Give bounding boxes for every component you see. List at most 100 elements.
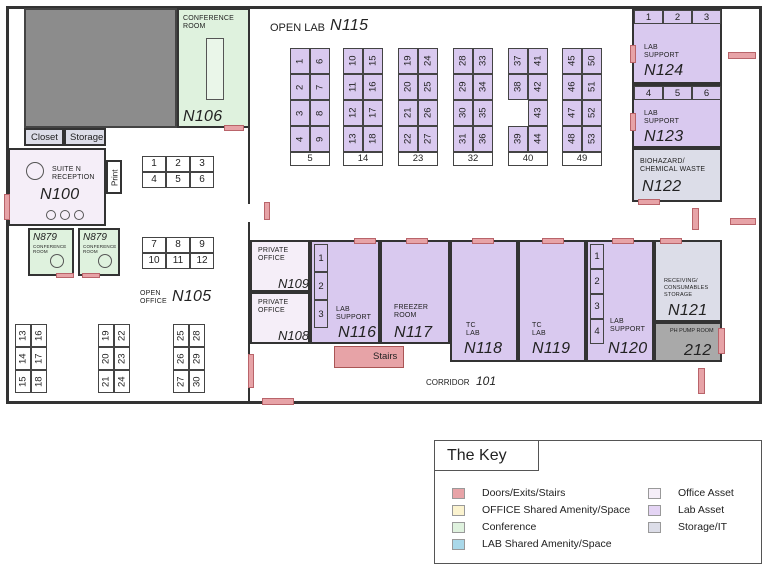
- legend-swatch: [648, 522, 661, 533]
- door[interactable]: [542, 238, 564, 244]
- bench-cell: 8: [310, 100, 330, 126]
- door[interactable]: [262, 398, 294, 405]
- bench-cell: 11: [343, 74, 363, 100]
- door[interactable]: [82, 273, 100, 278]
- door[interactable]: [354, 238, 376, 244]
- door[interactable]: [264, 202, 270, 220]
- room-name: LAB SUPPORT: [644, 110, 680, 125]
- bench-cell: 3: [290, 100, 310, 126]
- room-number: N121: [668, 302, 708, 319]
- legend-swatch: [648, 505, 661, 516]
- desk-cell: 27: [173, 370, 189, 393]
- reception-n100[interactable]: SUITE N RECEPTION N100: [8, 148, 106, 226]
- room-name: PRIVATE OFFICE: [258, 299, 289, 314]
- door[interactable]: [660, 238, 682, 244]
- room-number: N120: [608, 340, 648, 357]
- receiving-storage-n121[interactable]: RECEIVING/ CONSUMABLES STORAGE N121: [654, 240, 722, 322]
- tc-lab-n119[interactable]: TC LAB N119: [518, 240, 586, 362]
- bench-cell: 13: [343, 126, 363, 152]
- freezer-room-n117[interactable]: FREEZER ROOM N117: [380, 240, 450, 344]
- door[interactable]: [406, 238, 428, 244]
- room-name: CONFERENCE ROOM: [33, 244, 67, 254]
- bench-cell: 35: [473, 100, 493, 126]
- conference-room-n879-a[interactable]: N879 CONFERENCE ROOM: [28, 228, 74, 276]
- door[interactable]: [698, 368, 705, 394]
- mechanical-block: [24, 8, 177, 128]
- room-number: N122: [642, 178, 682, 195]
- desk-cell: 18: [31, 370, 47, 393]
- biohazard-chemical-waste-n122[interactable]: BIOHAZARD/ CHEMICAL WASTE N122: [632, 148, 722, 202]
- room-name: TC LAB: [466, 322, 480, 337]
- door[interactable]: [630, 113, 636, 131]
- legend-swatch: [452, 539, 465, 550]
- bench-cell: 2: [290, 74, 310, 100]
- door[interactable]: [224, 125, 244, 131]
- desk-cell: 7: [142, 237, 166, 253]
- table-icon: [98, 254, 112, 268]
- desk-cell: 24: [114, 370, 130, 393]
- room-name: LAB SUPPORT: [336, 306, 372, 321]
- bench-cell: 29: [453, 74, 473, 100]
- bench-cell: 20: [398, 74, 418, 100]
- desk-cell: 17: [31, 347, 47, 370]
- door[interactable]: [728, 52, 756, 59]
- private-office-n108[interactable]: PRIVATE OFFICE N108: [250, 292, 310, 344]
- bench-cell: 7: [310, 74, 330, 100]
- conference-room-n879-b[interactable]: N879 CONFERENCE ROOM: [78, 228, 120, 276]
- open-office-name: OPEN OFFICE: [140, 290, 167, 305]
- storage[interactable]: Storage: [64, 128, 106, 146]
- print-room[interactable]: Print: [106, 160, 122, 194]
- bench-cell: 39: [508, 126, 528, 152]
- door[interactable]: [248, 354, 254, 388]
- desk-cell: 28: [189, 324, 205, 347]
- table-icon: [50, 254, 64, 268]
- chair-icon: [60, 210, 70, 220]
- bench-cell: 6: [310, 48, 330, 74]
- tc-lab-n118[interactable]: TC LAB N118: [450, 240, 518, 362]
- desk-cell: 21: [98, 370, 114, 393]
- room-name: PRIVATE OFFICE: [258, 247, 289, 262]
- door[interactable]: [692, 208, 699, 230]
- desk-cell: 13: [15, 324, 31, 347]
- desk-cell: 3: [190, 156, 214, 172]
- bench-cell: 27: [418, 126, 438, 152]
- private-office-n109[interactable]: PRIVATE OFFICE N109: [250, 240, 310, 292]
- open-lab-name: OPEN LAB: [270, 22, 326, 34]
- door[interactable]: [472, 238, 494, 244]
- room-name: FREEZER ROOM: [394, 304, 429, 319]
- door[interactable]: [730, 218, 756, 225]
- bench-cell: 34: [473, 74, 493, 100]
- room-number: N124: [644, 62, 684, 79]
- bench-cell: 46: [562, 74, 582, 100]
- desk-cell: 3: [590, 294, 604, 319]
- room-number: N118: [464, 340, 503, 357]
- bench-cell: 48: [562, 126, 582, 152]
- bench-cell: 12: [343, 100, 363, 126]
- closet[interactable]: Closet: [24, 128, 64, 146]
- desk-cell: 9: [190, 237, 214, 253]
- stairs-label: Stairs: [373, 351, 398, 362]
- room-name: TC LAB: [532, 322, 546, 337]
- door[interactable]: [638, 199, 660, 205]
- stairs[interactable]: Stairs: [334, 346, 404, 368]
- door[interactable]: [4, 194, 10, 220]
- door[interactable]: [612, 238, 634, 244]
- door[interactable]: [630, 45, 636, 63]
- print-label: Print: [110, 169, 120, 187]
- desk-cell: 4: [634, 86, 663, 100]
- conference-room-n106[interactable]: CONFERENCE ROOM N106: [177, 8, 250, 128]
- desk-cell: 1: [590, 244, 604, 269]
- bench-cell: 19: [398, 48, 418, 74]
- legend-label: Lab Asset: [678, 504, 725, 516]
- ph-pump-room-212[interactable]: PH PUMP ROOM 212: [654, 322, 722, 362]
- door[interactable]: [56, 273, 74, 278]
- legend-label: Office Asset: [678, 487, 734, 499]
- bench-cell: 10: [343, 48, 363, 74]
- chair-icon: [74, 210, 84, 220]
- wall: [248, 222, 250, 404]
- door[interactable]: [718, 328, 725, 354]
